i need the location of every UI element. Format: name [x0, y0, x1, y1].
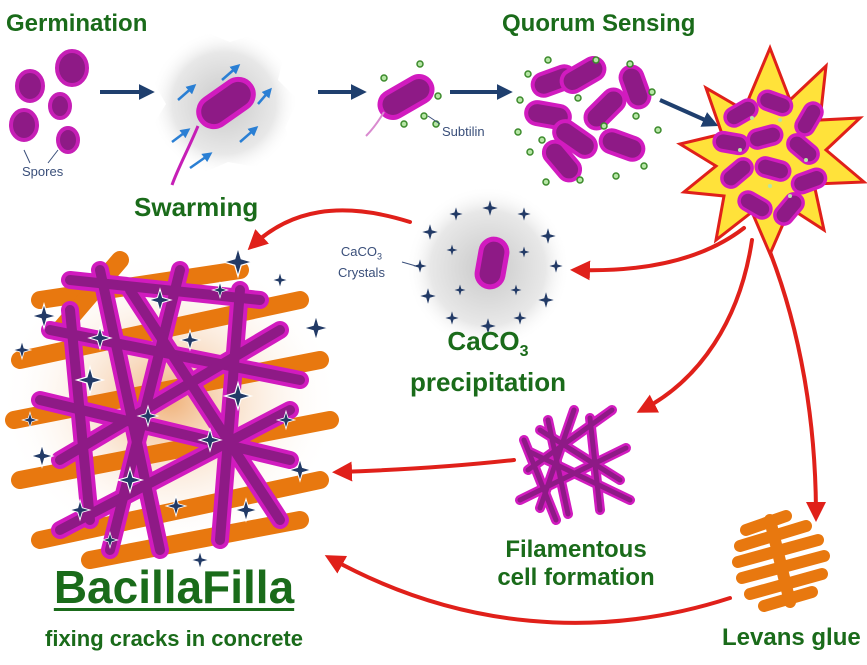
filamentous-cells	[515, 405, 635, 525]
subtilin-cell	[365, 60, 442, 137]
stage-label-levans-glue: Levans glue	[722, 624, 861, 651]
filamentous-line-1: Filamentous	[505, 536, 647, 563]
precipitation-word: precipitation	[409, 367, 566, 398]
stage-label-caco3-precipitation: CaCO3 precipitation	[398, 326, 578, 397]
stage-label-quorum-sensing: Quorum Sensing	[502, 10, 696, 37]
annotation-spores: Spores	[22, 164, 64, 179]
annotation-caco3-crystals: CaCO3 Crystals	[338, 244, 385, 281]
title-tagline: fixing cracks in concrete	[45, 626, 303, 651]
filamentous-line-2: cell formation	[497, 564, 655, 591]
crystals-formula: CaCO3	[340, 244, 383, 262]
quorum-cluster	[514, 56, 662, 186]
top-flow-arrows	[100, 84, 719, 127]
red-flow-arrows	[247, 208, 826, 625]
title-bacillafilla: BacillaFilla	[53, 561, 295, 613]
caco3-formula: CaCO3	[447, 326, 529, 361]
stage-label-swarming: Swarming	[134, 192, 259, 222]
levans-glue	[732, 510, 830, 612]
stage-label-germination: Germination	[6, 10, 148, 37]
swarming-cell	[150, 30, 298, 186]
annotation-subtilin: Subtilin	[442, 124, 485, 139]
stage-label-filamentous: Filamentous cell formation	[476, 536, 676, 592]
bacillafilla-mesh	[0, 247, 340, 570]
spores-group	[9, 49, 89, 164]
colony-burst	[676, 43, 867, 258]
crystals-word: Crystals	[338, 264, 385, 280]
caco3-crystals-cell	[401, 186, 570, 350]
